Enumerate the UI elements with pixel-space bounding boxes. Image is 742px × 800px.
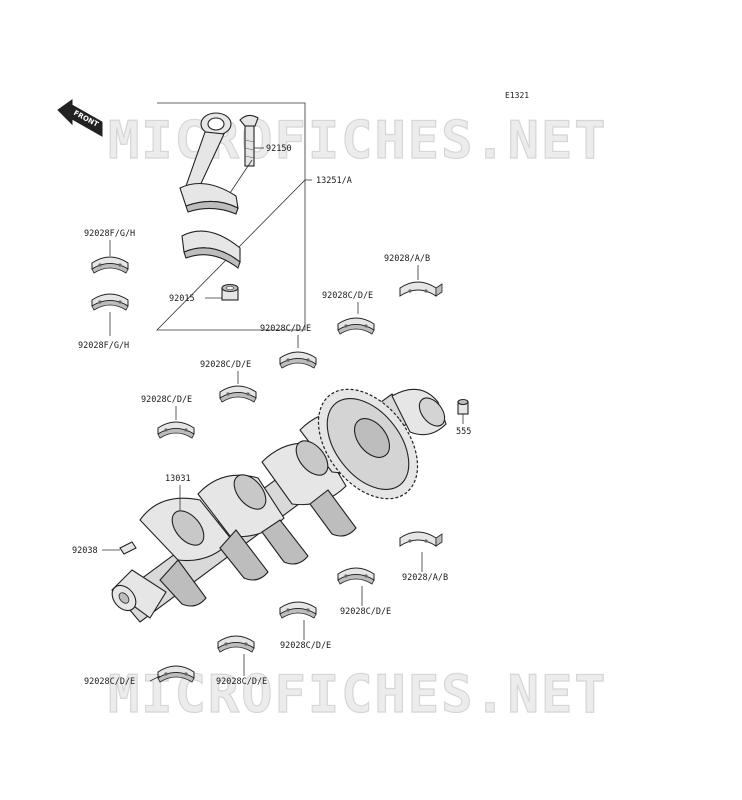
label-92028cde-2: 92028C/D/E	[260, 324, 311, 334]
main-bearing-lower-4	[217, 635, 255, 653]
conrod-bolt	[239, 114, 259, 167]
front-arrow-icon: FRONT	[57, 99, 103, 137]
label-92028fgh-top: 92028F/G/H	[84, 229, 135, 239]
label-92028ab-bottom: 92028/A/B	[402, 573, 448, 583]
label-92038: 92038	[72, 546, 98, 556]
crankshaft	[111, 388, 447, 623]
label-92028cde-8: 92028C/D/E	[84, 677, 135, 687]
dowel-pin	[457, 398, 469, 415]
watermark-top: MICROFICHES.NET	[108, 111, 608, 171]
label-92028cde-3: 92028C/D/E	[200, 360, 251, 370]
conrod-nut	[221, 283, 239, 301]
label-13031: 13031	[165, 474, 191, 484]
main-bearing-upper-1	[399, 281, 443, 297]
main-bearing-upper-5	[157, 421, 195, 439]
connecting-rod	[179, 112, 239, 215]
woodruff-key	[119, 541, 137, 555]
conrod-cap	[181, 230, 241, 269]
label-92028cde-1: 92028C/D/E	[322, 291, 373, 301]
diagram-code: E1321	[505, 91, 529, 100]
rod-bearing-upper	[91, 256, 129, 274]
main-bearing-upper-4	[219, 385, 257, 403]
rod-bearing-lower	[91, 293, 129, 311]
main-bearing-upper-2	[337, 317, 375, 335]
label-92028cde-6: 92028C/D/E	[280, 641, 331, 651]
label-555: 555	[456, 427, 471, 437]
main-bearing-lower-2	[337, 567, 375, 585]
label-92150: 92150	[266, 144, 292, 154]
label-92028cde-5: 92028C/D/E	[340, 607, 391, 617]
label-92028cde-7: 92028C/D/E	[216, 677, 267, 687]
label-92028cde-4: 92028C/D/E	[141, 395, 192, 405]
main-bearing-lower-1	[399, 531, 443, 547]
label-92015: 92015	[169, 294, 195, 304]
label-92028fgh-bottom: 92028F/G/H	[78, 341, 129, 351]
label-13251-a: 13251/A	[316, 176, 352, 186]
main-bearing-upper-3	[279, 351, 317, 369]
label-92028ab-top: 92028/A/B	[384, 254, 430, 264]
main-bearing-lower-3	[279, 601, 317, 619]
